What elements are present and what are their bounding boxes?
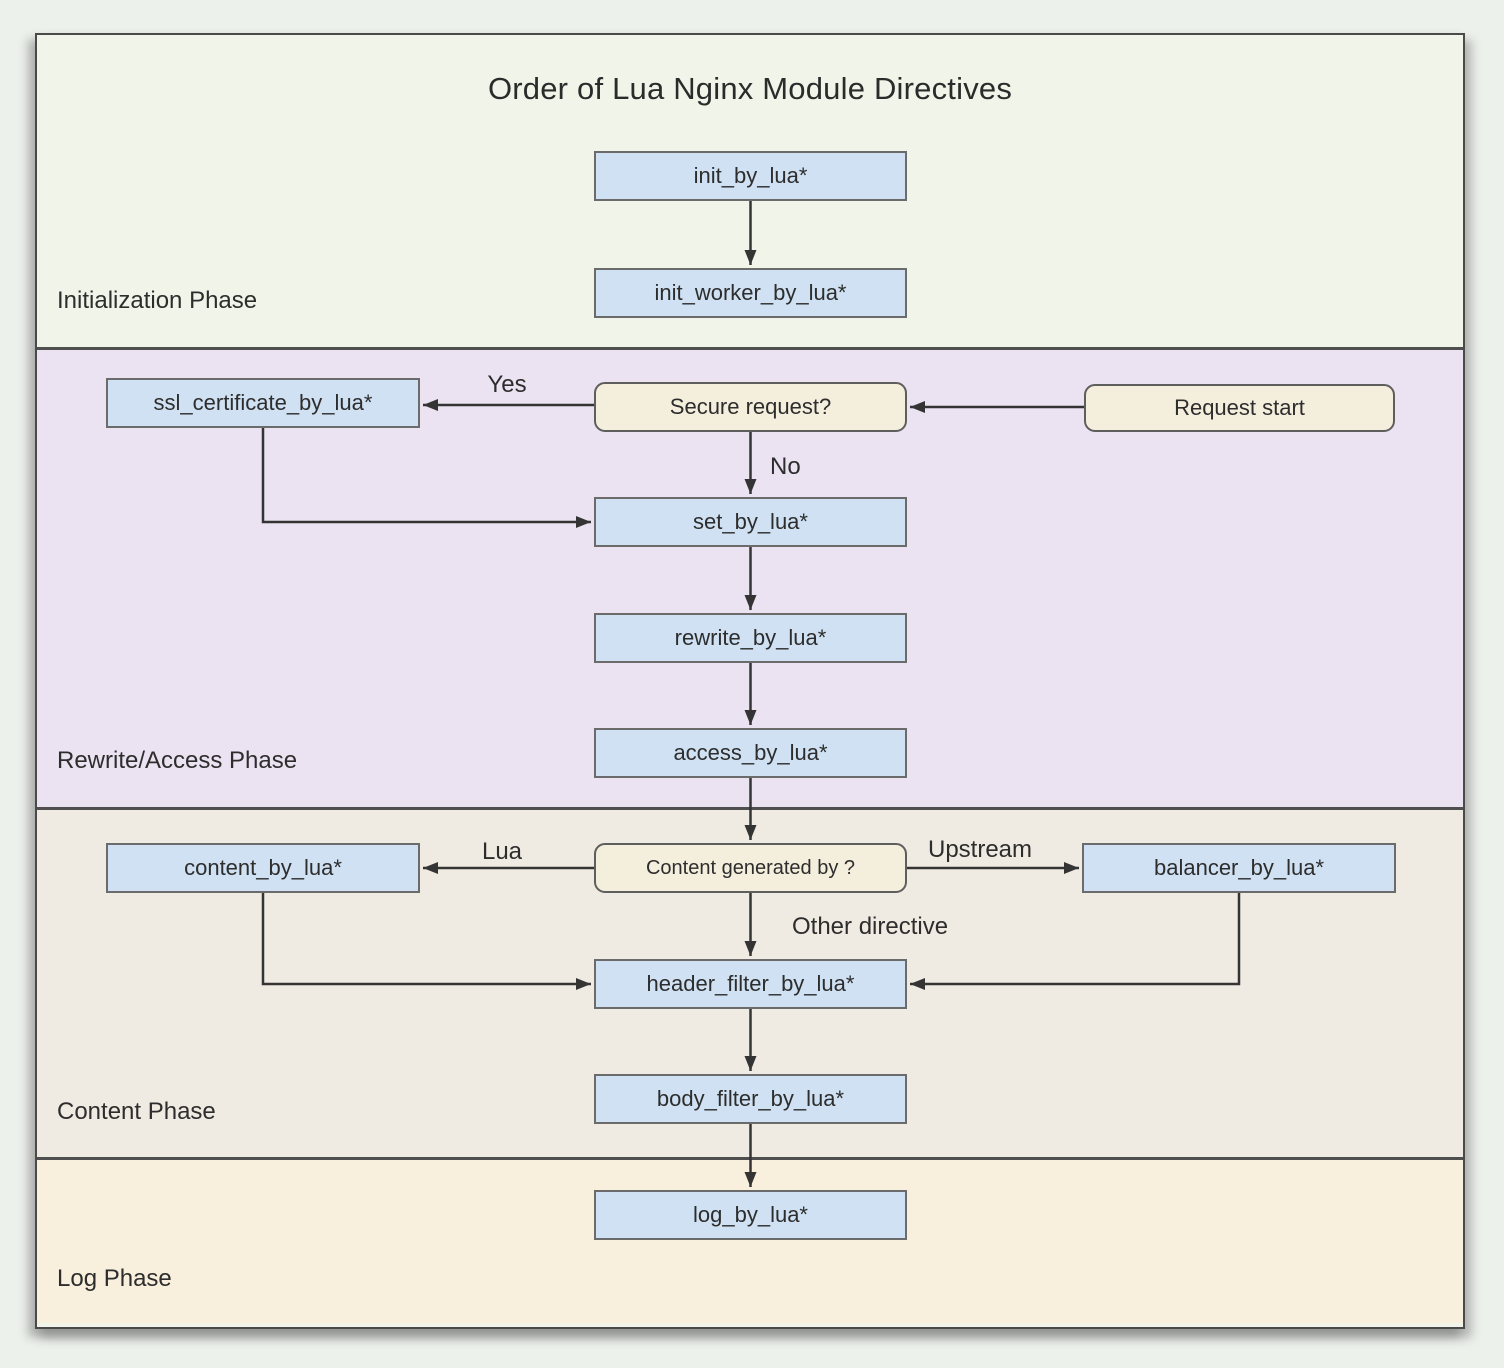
node-balancer-by-lua: balancer_by_lua* (1082, 843, 1396, 893)
edge-label-other-directive: Other directive (792, 913, 949, 940)
edge-label-upstream: Upstream (927, 836, 1033, 863)
node-content-by-lua: content_by_lua* (106, 843, 420, 893)
phase-label-log: Log Phase (57, 1265, 172, 1292)
diagram-frame: Order of Lua Nginx Module Directives Ini… (35, 33, 1465, 1329)
node-secure-request-decision: Secure request? (594, 382, 907, 432)
phase-label-rewrite-access: Rewrite/Access Phase (57, 747, 298, 774)
node-rewrite-by-lua: rewrite_by_lua* (594, 613, 907, 663)
phase-label-content: Content Phase (57, 1098, 216, 1125)
node-body-filter-by-lua: body_filter_by_lua* (594, 1074, 907, 1124)
node-content-generated-decision: Content generated by ? (594, 843, 907, 893)
edge-label-yes: Yes (487, 371, 527, 398)
node-header-filter-by-lua: header_filter_by_lua* (594, 959, 907, 1009)
diagram-title: Order of Lua Nginx Module Directives (487, 71, 1013, 106)
node-init-worker-by-lua: init_worker_by_lua* (594, 268, 907, 318)
edge-label-lua: Lua (481, 838, 523, 865)
node-access-by-lua: access_by_lua* (594, 728, 907, 778)
node-request-start: Request start (1084, 384, 1395, 432)
phase-band-log (37, 1157, 1463, 1323)
phase-label-initialization: Initialization Phase (57, 287, 258, 314)
node-set-by-lua: set_by_lua* (594, 497, 907, 547)
node-log-by-lua: log_by_lua* (594, 1190, 907, 1240)
edge-label-no: No (770, 453, 801, 480)
node-init-by-lua: init_by_lua* (594, 151, 907, 201)
node-ssl-certificate-by-lua: ssl_certificate_by_lua* (106, 378, 420, 428)
